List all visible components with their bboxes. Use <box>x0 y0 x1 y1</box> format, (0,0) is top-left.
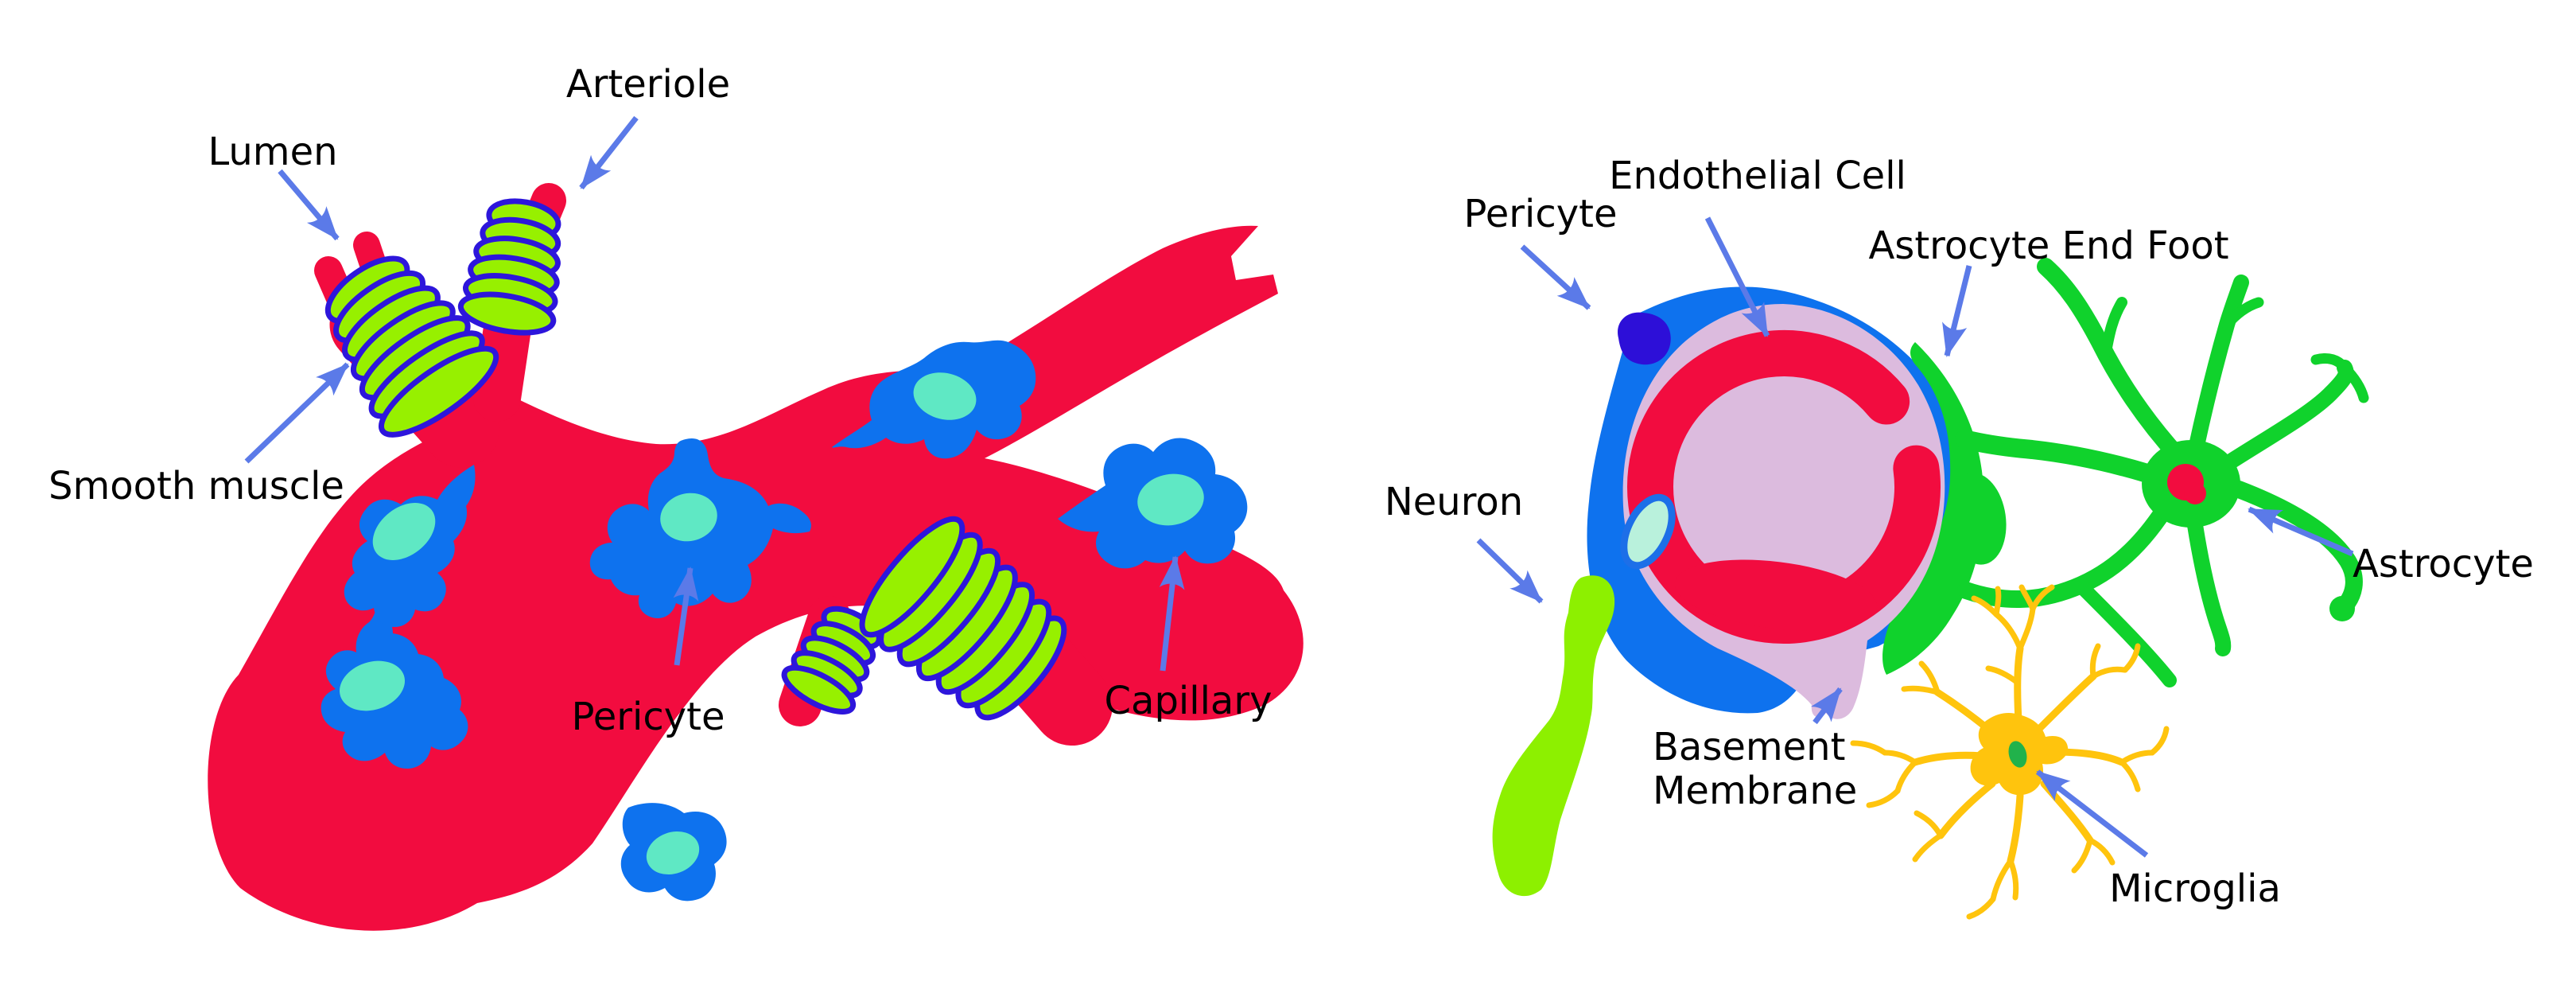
astrocyte-end-foot-label: Astrocyte End Foot <box>1868 224 2228 268</box>
smooth-muscle-coil-main <box>324 255 499 438</box>
endothelial-cell-label: Endothelial Cell <box>1609 154 1906 198</box>
pericyte-cell-upper-left <box>344 465 476 627</box>
smooth-muscle-coil-arteriole <box>457 198 561 336</box>
neuron-arrow <box>1476 538 1544 604</box>
smooth-muscle-arrow <box>244 362 350 464</box>
astrocyte-end-foot-wedge <box>1948 473 2007 565</box>
neuron-label: Neuron <box>1385 480 1523 524</box>
pericyte-nucleus <box>1137 473 1204 526</box>
arteriole-label: Arteriole <box>566 62 730 107</box>
pericyte-cell-middle <box>589 438 811 619</box>
pericyte-nucleus <box>646 831 700 875</box>
pericyte-cell-right <box>1058 438 1248 569</box>
pericyte-arrow-right <box>1520 244 1591 310</box>
microglia-arrow <box>2035 769 2149 858</box>
pericyte-nucleus <box>339 660 406 711</box>
basement-membrane-arrow <box>1811 687 1843 725</box>
vessel-trunk-shape <box>208 225 1304 931</box>
pericyte-cell-upper-right <box>832 340 1036 459</box>
pericyte-nucleus <box>660 493 717 542</box>
arteriole-arrow <box>579 115 639 190</box>
astrocyte-nucleus <box>2167 464 2206 504</box>
astrocyte-label: Astrocyte <box>2353 542 2534 586</box>
astrocyte-arrow <box>2248 506 2354 557</box>
neuron-shape <box>1492 575 1615 897</box>
endothelial-cell-arrow <box>1704 216 1770 337</box>
microglia-label: Microglia <box>2109 866 2281 911</box>
pericyte-nucleus <box>372 503 436 560</box>
lumen-label: Lumen <box>208 130 337 174</box>
pericyte-cell-bottom <box>620 803 727 901</box>
smooth-muscle-coil-capillary <box>859 516 1067 721</box>
microglia-nucleus <box>2008 741 2027 768</box>
pericyte-nucleus-cross-section <box>1618 312 1671 365</box>
pericyte-cell-bottom-left <box>321 611 468 769</box>
smooth-muscle-coil-tiny <box>781 606 882 715</box>
microglia-branches <box>1850 584 2170 920</box>
endothelial-ring-thickening <box>1674 559 1878 631</box>
astrocyte-branch-tip-flare <box>2329 596 2355 621</box>
basement-membrane-label-line1: Basement <box>1653 725 1845 769</box>
astrocyte-branches <box>1955 258 2369 687</box>
arteriole-capillary-diagram: Lumen Arteriole Smooth muscle Pericyte C… <box>49 62 1304 931</box>
smooth-muscle-label: Smooth muscle <box>49 464 344 508</box>
pericyte-label-left: Pericyte <box>572 695 725 739</box>
neurovascular-unit-diagram: Pericyte Endothelial Cell Astrocyte End … <box>1385 154 2534 920</box>
capillary-arrow <box>1159 555 1185 672</box>
astrocyte-end-foot-arrow <box>1942 265 1972 357</box>
pericyte-arrow-left <box>673 567 699 666</box>
capillary-label: Capillary <box>1105 679 1272 723</box>
basement-membrane-label-line2: Membrane <box>1653 769 1857 813</box>
pericyte-label-right: Pericyte <box>1464 192 1618 236</box>
endothelial-nucleus <box>1620 493 1676 570</box>
lumen-arrow <box>278 169 340 241</box>
pericyte-nucleus <box>913 372 977 420</box>
